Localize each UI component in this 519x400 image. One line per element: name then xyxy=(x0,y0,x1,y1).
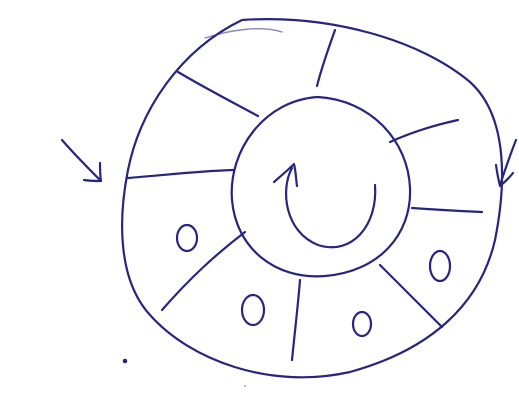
segment-divider-8 xyxy=(176,70,260,118)
segment-marker-circle-3 xyxy=(351,310,373,338)
segment-divider-7 xyxy=(126,168,235,180)
arrow-right-head xyxy=(494,163,515,188)
segment-divider-4 xyxy=(378,263,444,329)
arrow-right-shaft xyxy=(498,138,518,187)
stray-dot xyxy=(122,358,128,364)
circular-arrow-head xyxy=(272,162,299,188)
circular-arrow-body xyxy=(285,166,377,249)
outer-circle xyxy=(121,18,504,379)
segment-marker-circle-2 xyxy=(240,293,266,327)
segment-divider-3 xyxy=(410,206,484,214)
arrow-left-icon xyxy=(60,138,103,183)
segment-marker-circle-1 xyxy=(175,223,199,253)
segment-divider-2 xyxy=(388,118,460,144)
stray-speck xyxy=(244,385,246,387)
circular-arrow-icon xyxy=(272,162,377,249)
arrow-right-icon xyxy=(494,138,518,188)
segment-divider-1 xyxy=(315,28,337,88)
segment-divider-5 xyxy=(290,278,302,362)
arrow-left-shaft xyxy=(60,138,102,182)
stray-stroke-top xyxy=(204,27,283,39)
segment-marker-circle-4 xyxy=(428,249,452,283)
segment-divider-6 xyxy=(160,230,247,312)
arrow-left-head xyxy=(82,161,103,183)
inner-circle xyxy=(230,95,412,278)
